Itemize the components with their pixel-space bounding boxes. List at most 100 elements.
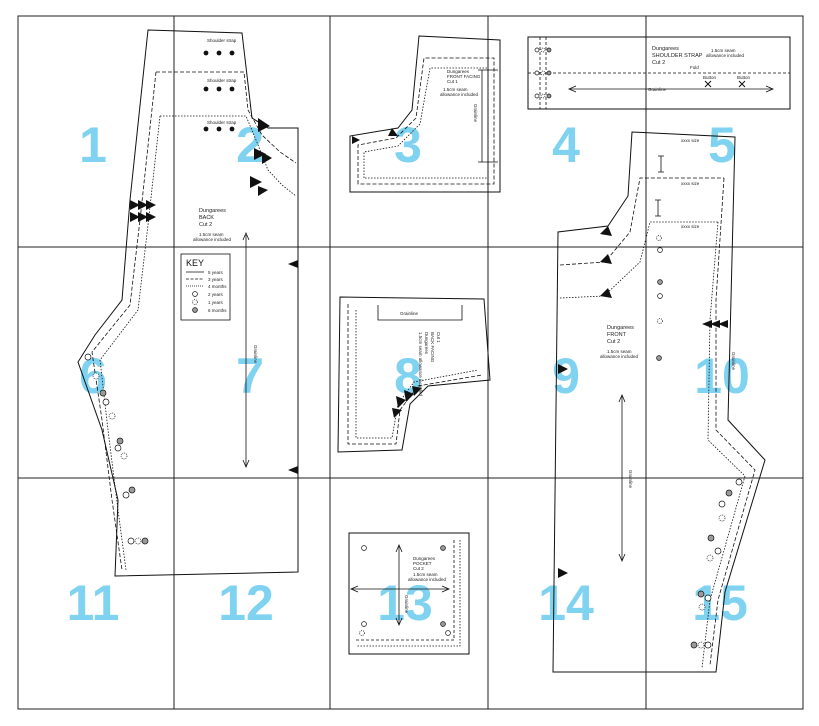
back-facing-title: Dungarees [424, 332, 429, 355]
pocket-allowance-1: 1.5cm seam [413, 572, 438, 577]
front-piece [552, 131, 766, 673]
strap-name: SHOULDER STRAP [652, 53, 703, 59]
front-facing-allowance-1: 1.5cm seam [443, 87, 468, 92]
front-notches [558, 226, 728, 578]
front-facing-allowance-2: allowance included [440, 92, 479, 97]
page-number-12: 12 [218, 575, 274, 631]
page-number-3: 3 [394, 117, 422, 173]
front-cut: Cut 2 [607, 339, 620, 345]
key-box: KEY 5 years 3 years 4 months 2 years 1 y… [180, 253, 231, 321]
back-shoulder-strap-label-1: Shoulder strap [207, 38, 237, 43]
strap-cut: Cut 2 [652, 60, 665, 66]
front-name: FRONT [607, 332, 627, 338]
page-number-7: 7 [236, 348, 264, 404]
page-number-10: 10 [694, 348, 750, 404]
strap-title: Dungarees [652, 46, 679, 52]
pocket-allowance-2: allowance included [408, 577, 447, 582]
back-facing-name: BACK FACING [430, 332, 435, 363]
page-number-11: 11 [67, 575, 120, 631]
pocket-title: Dungarees [413, 556, 436, 561]
front-allowance-1: 1.5cm seam [607, 349, 632, 354]
back-facing-allowance: 1.5cm seam allowance included [418, 332, 423, 396]
back-shoulder-strap-label-3: Shoulder strap [207, 120, 237, 125]
key-row-4: 2 years [208, 292, 224, 297]
back-facing-grainline-label: Grainline [400, 311, 419, 316]
front-size-label-1: xxxx size [681, 138, 700, 143]
pocket-grainline-label: Grainline [404, 595, 409, 614]
strap-allowance-2: allowance included [706, 53, 745, 58]
key-row-2: 3 years [208, 277, 224, 282]
page-number-14: 14 [538, 575, 594, 631]
strap-end-dashed [539, 37, 547, 109]
back-piece [77, 29, 299, 577]
front-size-label-2: xxxx size [681, 181, 700, 186]
back-size-line-dotted [99, 115, 297, 571]
front-facing-dashed [357, 57, 495, 185]
strap-end-markers [534, 47, 552, 99]
pocket-cut: Cut 2 [413, 566, 424, 571]
key-title: KEY [186, 258, 204, 268]
strap-button-x-2 [738, 80, 746, 88]
back-notches [130, 118, 298, 474]
back-cut: Cut 2 [199, 222, 212, 228]
key-row-6: 6 months [208, 308, 227, 313]
front-title: Dungarees [607, 325, 634, 331]
strap-button-label-2: Button [737, 75, 751, 80]
page-number-5: 5 [708, 117, 736, 173]
front-facing-title: Dungarees [447, 69, 470, 74]
front-facing-dotted [363, 67, 489, 179]
back-facing-piece [337, 296, 491, 453]
strap-button-label-1: Button [703, 75, 717, 80]
front-facing-name: FRONT FACING [447, 74, 481, 79]
back-shoulder-strap-label-2: Shoulder strap [207, 78, 237, 83]
back-facing-notches [392, 386, 422, 418]
page-number-13: 13 [377, 575, 433, 631]
back-size-line-dashed [91, 71, 297, 571]
pocket-name: POCKET [413, 561, 432, 566]
front-facing-cut: Cut 1 [447, 79, 458, 84]
front-side-grainline-label: Grainline [731, 352, 736, 371]
strap-allowance-1: 1.5cm seam [711, 48, 736, 53]
strap-piece [527, 36, 791, 110]
pocket-dashed [356, 540, 455, 641]
back-facing-dashed [347, 304, 483, 445]
front-facing-grain-bracket [478, 69, 498, 163]
pocket-outline [348, 532, 470, 655]
strap-button-x-1 [704, 80, 712, 88]
front-allowance-2: allowance included [600, 354, 639, 359]
page-number-labels: 1 2 3 4 5 6 7 8 9 10 11 12 13 14 15 [67, 117, 750, 631]
strap-grainline-label: Grainline [648, 87, 667, 92]
pocket-markers [359, 545, 451, 636]
back-allowance-2: allowance included [193, 237, 232, 242]
front-size-tick-2 [655, 199, 661, 217]
back-outline [77, 29, 299, 577]
back-button-dots [203, 50, 235, 132]
front-facing-outline [349, 35, 501, 193]
back-grainline-arrows [242, 231, 250, 469]
back-side-markers [84, 353, 149, 545]
front-size-label-3: xxxx size [681, 224, 700, 229]
back-facing-dotted [355, 310, 479, 439]
page-number-4: 4 [552, 117, 580, 173]
front-outline [552, 131, 766, 673]
back-title: Dungarees [199, 208, 226, 214]
back-name: BACK [199, 215, 214, 221]
front-markers [656, 235, 743, 649]
back-allowance-1: 1.5cm seam [199, 232, 224, 237]
front-facing-piece [349, 35, 501, 193]
front-size-line-dashed [559, 177, 756, 666]
back-facing-outline [337, 296, 491, 453]
key-row-5: 1 years [208, 300, 224, 305]
pocket-dotted [356, 540, 461, 647]
key-row-3: 4 months [208, 284, 227, 289]
page-grid [17, 15, 804, 710]
front-grainline-label: Grainline [628, 470, 633, 489]
back-facing-cut: Cut 1 [436, 332, 441, 343]
front-size-line-dotted [559, 221, 746, 669]
back-facing-grain-bracket [377, 305, 463, 321]
page-number-1: 1 [79, 117, 107, 173]
back-grainline-label: Grainline [253, 345, 258, 364]
pocket-piece [348, 532, 470, 655]
front-size-tick-1 [658, 155, 664, 173]
